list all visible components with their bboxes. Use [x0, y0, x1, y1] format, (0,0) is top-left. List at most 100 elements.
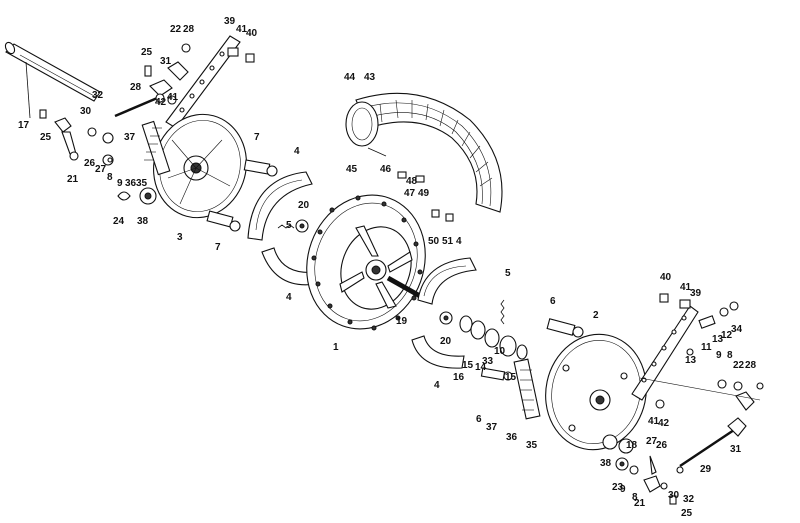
part-label: 32: [683, 494, 695, 505]
part-label: 38: [600, 458, 612, 469]
part-label: 40: [246, 28, 258, 39]
part-label: 39: [224, 16, 236, 27]
part-label: 6: [476, 414, 482, 425]
right-brake-rod: [639, 377, 761, 468]
part-label: 30: [80, 106, 92, 117]
axle: [4, 41, 101, 119]
part-label: 50: [428, 236, 440, 247]
part-label: 9: [117, 178, 123, 189]
part-label: 46: [380, 164, 392, 175]
part-label: 26: [656, 440, 668, 451]
part-label: 16: [453, 372, 465, 383]
part-label: 36: [125, 178, 137, 189]
right-lower-small-parts: [602, 434, 684, 505]
part-label: 41: [236, 24, 248, 35]
part-label: 4: [294, 146, 300, 157]
part-label: 32: [92, 90, 104, 101]
part-label: 41: [680, 282, 692, 293]
part-label: 10: [494, 346, 506, 357]
part-label: 21: [634, 498, 646, 509]
part-label: 27: [646, 436, 658, 447]
part-label: 9: [620, 484, 626, 495]
part-label: 3: [177, 232, 183, 243]
part-label: 35: [526, 440, 538, 451]
part-label: 18: [626, 440, 638, 451]
part-label: 47: [404, 188, 416, 199]
part-label: 15: [462, 360, 474, 371]
part-label: 4: [286, 292, 292, 303]
part-label: 28: [130, 82, 142, 93]
part-number-labels: 1 2 3 4 4 4 4 5 5 6 6 7 7 8 8 8 9 9 9 10…: [18, 16, 757, 519]
part-label: 30: [668, 490, 680, 501]
right-panel-bolt: [546, 318, 584, 338]
part-label: 24: [113, 216, 125, 227]
wheel-hub: [306, 194, 426, 331]
part-label: 35: [136, 178, 148, 189]
right-brake-panel: [513, 333, 647, 451]
part-label: 14: [475, 362, 487, 373]
part-label: 29: [700, 464, 712, 475]
left-brake-panel: [141, 113, 247, 219]
part-label: 2: [593, 310, 599, 321]
part-label: 5: [505, 268, 511, 279]
part-label: 1: [333, 342, 339, 353]
part-label: 7: [215, 242, 221, 253]
part-label: 37: [486, 422, 498, 433]
part-label: 28: [745, 360, 757, 371]
part-label: 44: [344, 72, 356, 83]
part-label: 13: [685, 355, 697, 366]
right-brake-shoes: [411, 257, 505, 369]
left-brake-shoes: [247, 171, 319, 286]
part-label: 41: [648, 416, 660, 427]
part-label: 4: [456, 236, 462, 247]
part-label: 11: [701, 342, 712, 353]
part-label: 13: [712, 334, 724, 345]
part-label: 12: [721, 330, 733, 341]
part-label: 19: [396, 316, 408, 327]
part-label: 31: [160, 56, 172, 67]
part-label: 42: [658, 418, 670, 429]
part-label: 51: [442, 236, 454, 247]
part-label: 42: [155, 97, 167, 108]
part-label: 20: [298, 200, 310, 211]
part-label: 34: [731, 324, 743, 335]
part-label: 41: [167, 92, 179, 103]
part-label: 33: [482, 356, 494, 367]
part-label: 40: [660, 272, 672, 283]
part-label: 22: [733, 360, 745, 371]
left-panel-bolts: [206, 159, 278, 232]
part-label: 23: [612, 482, 624, 493]
part-label: 25: [40, 132, 52, 143]
left-cam-lever-assembly: [39, 109, 157, 205]
part-label: 17: [18, 120, 30, 131]
part-label: 48: [406, 176, 418, 187]
part-label: 9: [716, 350, 722, 361]
right-bearings-spacers: [459, 315, 528, 381]
part-label: 20: [440, 336, 452, 347]
part-label: 7: [254, 132, 260, 143]
part-label: 27: [95, 164, 107, 175]
part-label: 36: [506, 432, 518, 443]
part-label: 15: [505, 372, 517, 383]
part-label: 4: [434, 380, 440, 391]
part-label: 31: [730, 444, 742, 455]
part-label: 22: [170, 24, 182, 35]
part-label: 28: [183, 24, 195, 35]
part-label: 49: [418, 188, 430, 199]
part-label: 39: [690, 288, 702, 299]
part-label: 8: [727, 350, 733, 361]
part-label: 5: [286, 220, 292, 231]
part-label: 21: [67, 174, 79, 185]
part-label: 37: [124, 132, 136, 143]
part-label: 25: [141, 47, 153, 58]
part-label: 8: [632, 492, 638, 503]
part-label: 26: [84, 158, 96, 169]
valve-parts: [397, 171, 454, 222]
part-label: 6: [550, 296, 556, 307]
part-label: 38: [137, 216, 149, 227]
part-label: 43: [364, 72, 376, 83]
tire-and-tube: [345, 92, 503, 213]
part-label: 8: [107, 172, 113, 183]
